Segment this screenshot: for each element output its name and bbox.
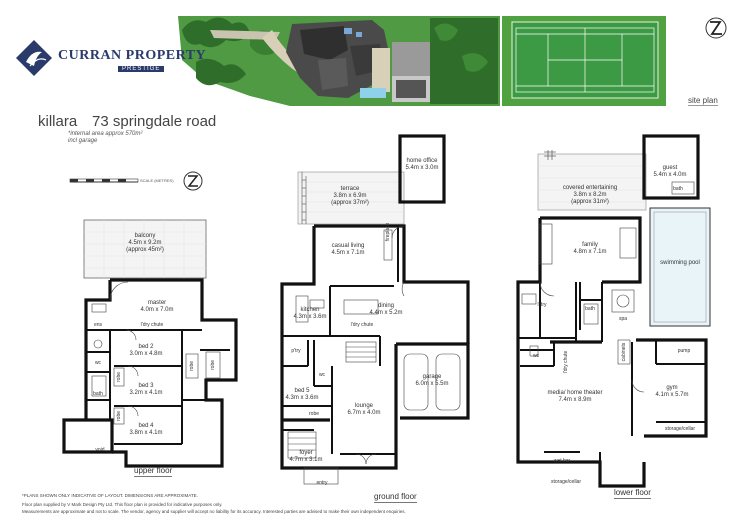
- room-lower-laundry: l'dry: [537, 302, 547, 308]
- label-ground-fireplace: fireplace: [385, 222, 391, 242]
- suburb-title: killara: [38, 113, 78, 130]
- compass-icon-floor: [183, 171, 203, 191]
- disclaimer-line-3: Measurements are approximate and not to …: [22, 509, 406, 514]
- room-upper-wc: wc: [94, 360, 102, 366]
- room-lower-storage-cellar-2: storage/cellar: [550, 479, 582, 485]
- label-lower-linen-chute: l'dry chute: [563, 350, 569, 374]
- scale-bar: [69, 178, 139, 183]
- room-upper-void: void: [95, 447, 105, 453]
- upper-floor-plan: [62, 219, 238, 468]
- ground-floor-label: ground floor: [374, 492, 417, 503]
- site-plan-image: [178, 16, 666, 106]
- room-upper-ensuite: ens: [93, 322, 103, 328]
- upper-floor-label: upper floor: [134, 466, 173, 477]
- label-ground-linen-chute: l'dry chute: [350, 322, 374, 328]
- internal-area-note: *internal area approx 570m²: [68, 131, 143, 137]
- disclaimer-line-1: *PLANS SHOWN ONLY INDICATIVE OF LAYOUT. …: [22, 493, 198, 498]
- disclaimer-line-2: Floor plan supplied by V Mark Design Pty…: [22, 502, 223, 507]
- room-lower-bath: bath: [585, 306, 595, 312]
- room-lower-storage-cellar-1: storage/cellar: [664, 426, 696, 432]
- room-ground-wc: wc: [318, 372, 326, 378]
- room-lower-wc: wc: [532, 353, 540, 359]
- label-upper-robe-3: robe: [116, 371, 122, 383]
- brand-name: CURRAN PROPERTY: [58, 48, 207, 63]
- room-lower-spa: spa: [618, 316, 628, 322]
- label-upper-robe-2: robe: [210, 359, 216, 371]
- label-upper-linen-chute: l'dry chute: [140, 322, 164, 328]
- room-ground-robe: robe: [308, 411, 320, 417]
- room-upper-bath: bath: [93, 391, 103, 397]
- room-ground-entry: entry: [316, 480, 328, 486]
- scale-label: SCALE (METRES): [140, 178, 174, 183]
- address-title: 73 springdale road: [92, 113, 217, 130]
- room-ground-pantry: p'try: [291, 348, 301, 354]
- garage-note: incl garage: [68, 138, 98, 144]
- room-lower-wet-bar: wet bar: [553, 458, 571, 464]
- room-lower-bath-guest: bath: [673, 186, 683, 192]
- lower-floor-label: lower floor: [614, 488, 651, 499]
- compass-icon: [705, 17, 727, 39]
- label-lower-cabinets: cabinets: [621, 342, 627, 362]
- lower-floor-plan: [516, 134, 711, 488]
- label-upper-robe-4: robe: [116, 410, 122, 422]
- ground-floor-plan: [280, 134, 470, 485]
- room-lower-pump: pump: [677, 348, 691, 354]
- room-lower-swimming-pool: swimming pool: [660, 260, 700, 266]
- site-plan-label: site plan: [688, 96, 718, 106]
- label-upper-robe-1: robe: [189, 360, 195, 372]
- brand-logo-icon: [16, 40, 52, 76]
- brand-tagline: PRESTIGE: [118, 66, 165, 72]
